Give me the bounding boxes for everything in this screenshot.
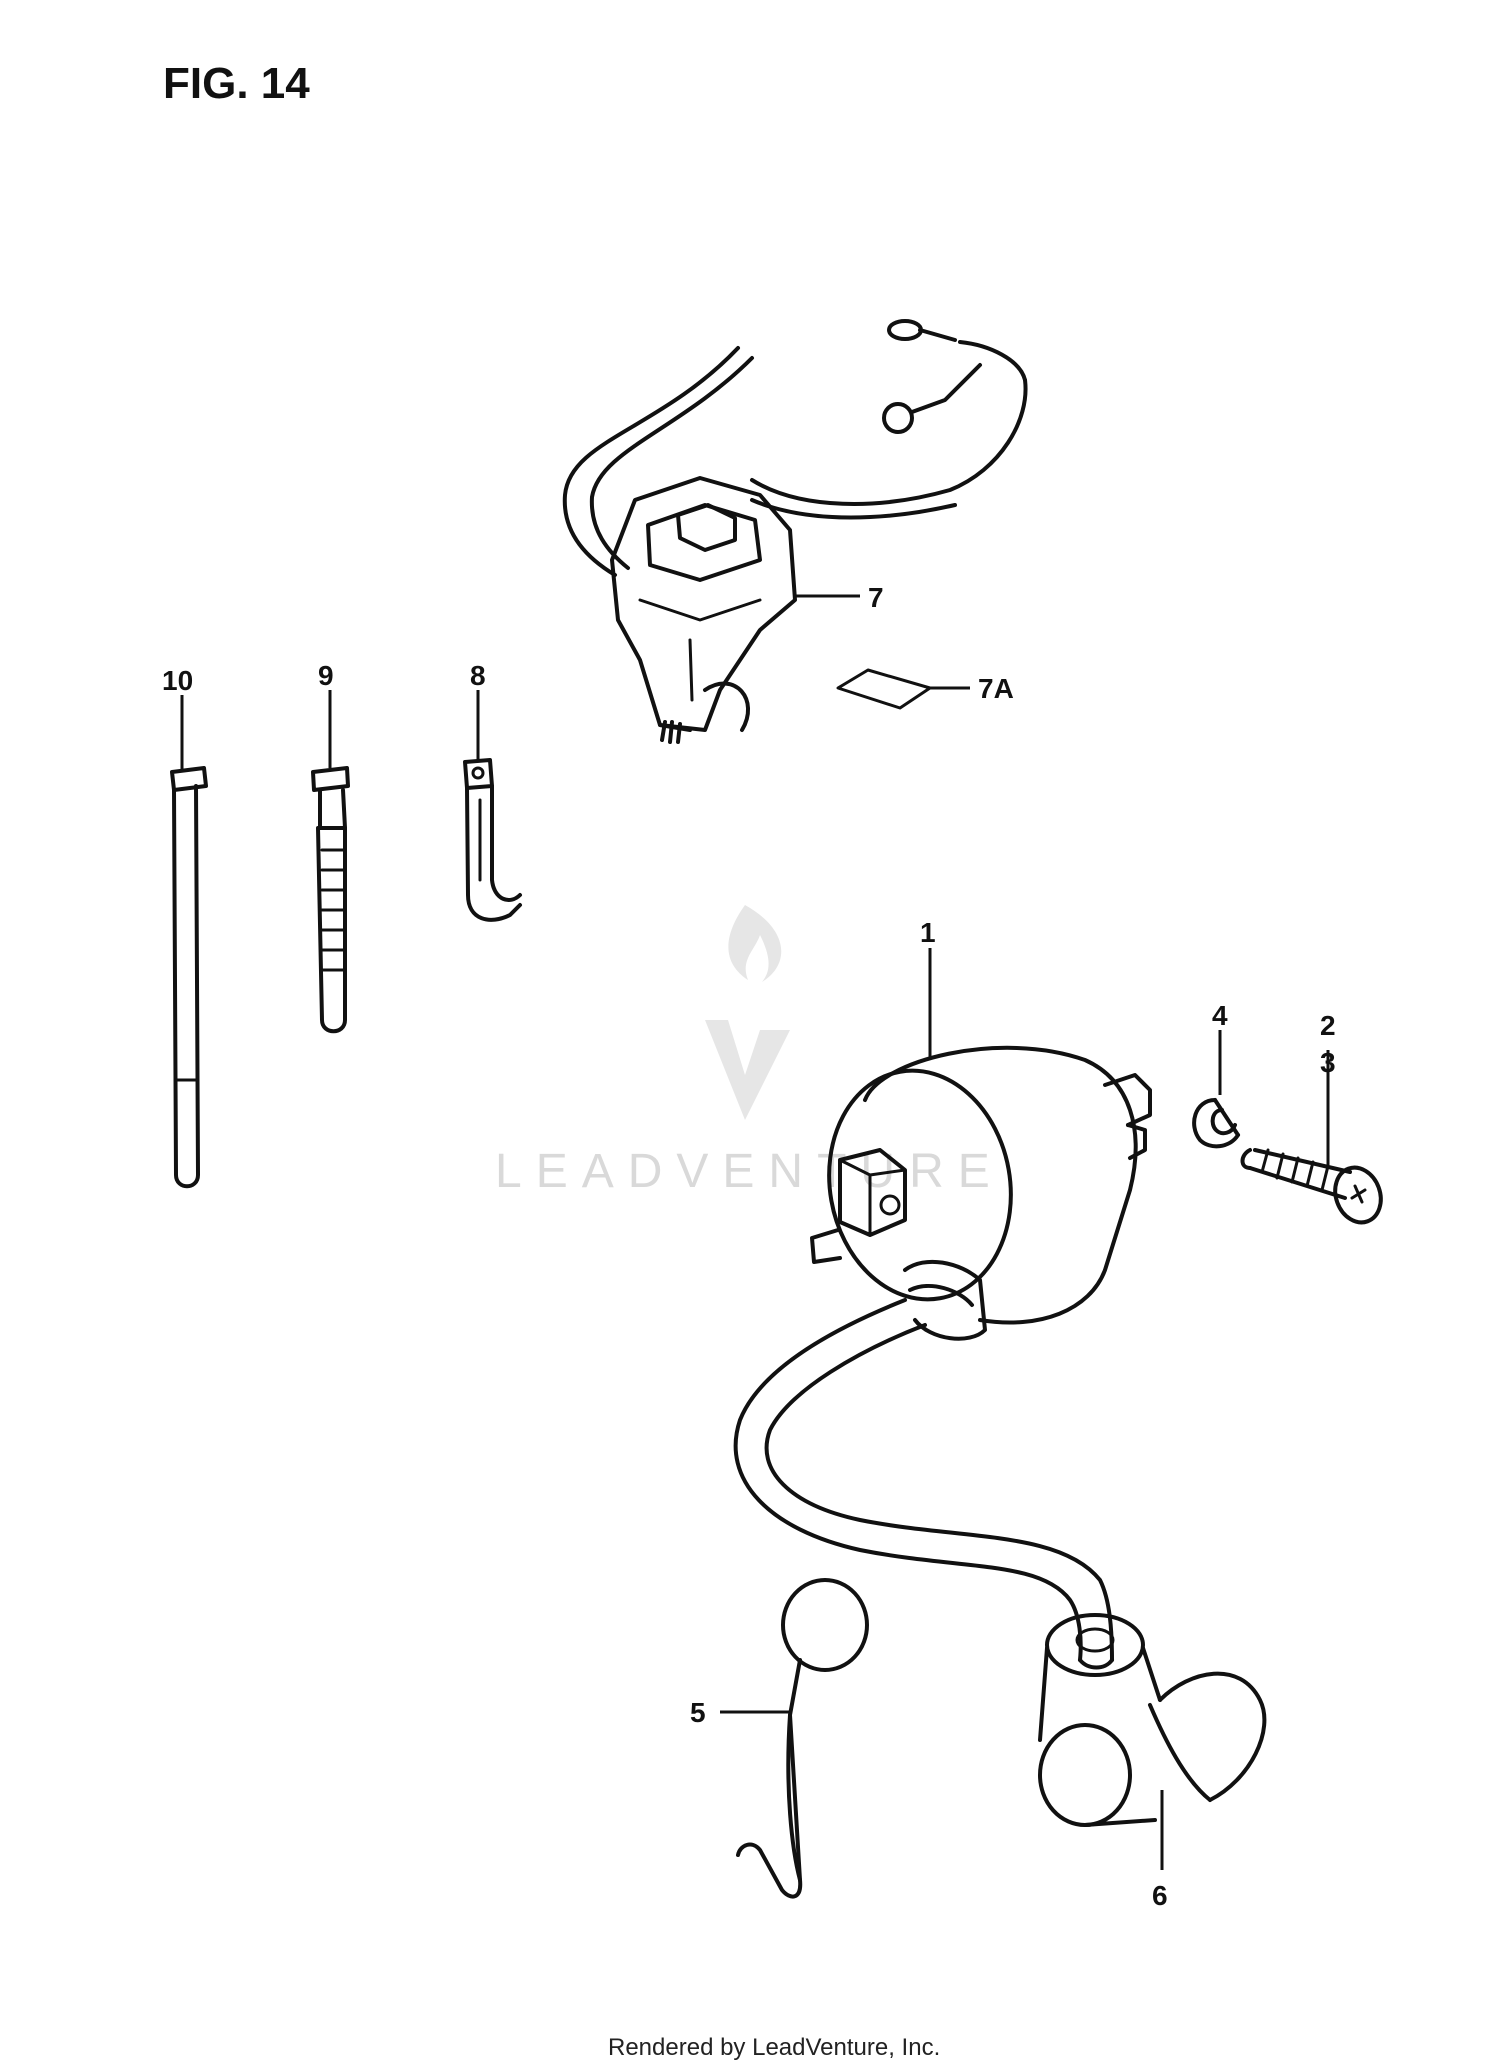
cable-tie-long-icon: [170, 766, 208, 1189]
watermark: LEADVENTURE: [495, 905, 1004, 1198]
callout-10: 10: [162, 665, 193, 696]
footer-text: Rendered by LeadVenture, Inc.: [608, 2034, 940, 2061]
callout-3: 3: [1320, 1047, 1336, 1078]
ignition-coil-icon: [733, 1045, 1152, 1670]
lock-washer-icon: [1192, 1098, 1240, 1149]
callout-1: 1: [920, 917, 936, 948]
screw-icon: [1240, 1148, 1383, 1225]
label-sticker-icon: [836, 668, 932, 710]
callout-4: 4: [1212, 1000, 1228, 1031]
figure-title: FIG. 14: [163, 59, 310, 108]
callout-7: 7: [868, 582, 884, 613]
callout-9: 9: [318, 660, 334, 691]
callout-6: 6: [1152, 1880, 1168, 1911]
hook-clamp-icon: [463, 758, 522, 922]
callout-5: 5: [690, 1697, 706, 1728]
cable-tie-clamp-icon: [311, 766, 350, 1034]
callout-7a: 7A: [978, 673, 1014, 704]
spark-plug-cap-icon: [1038, 1613, 1267, 1827]
callout-8: 8: [470, 660, 486, 691]
handlebar-switch-icon: [562, 319, 1028, 744]
watermark-text: LEADVENTURE: [495, 1145, 1004, 1198]
wire-clip-icon: [736, 1578, 869, 1899]
callout-2: 2: [1320, 1010, 1336, 1041]
